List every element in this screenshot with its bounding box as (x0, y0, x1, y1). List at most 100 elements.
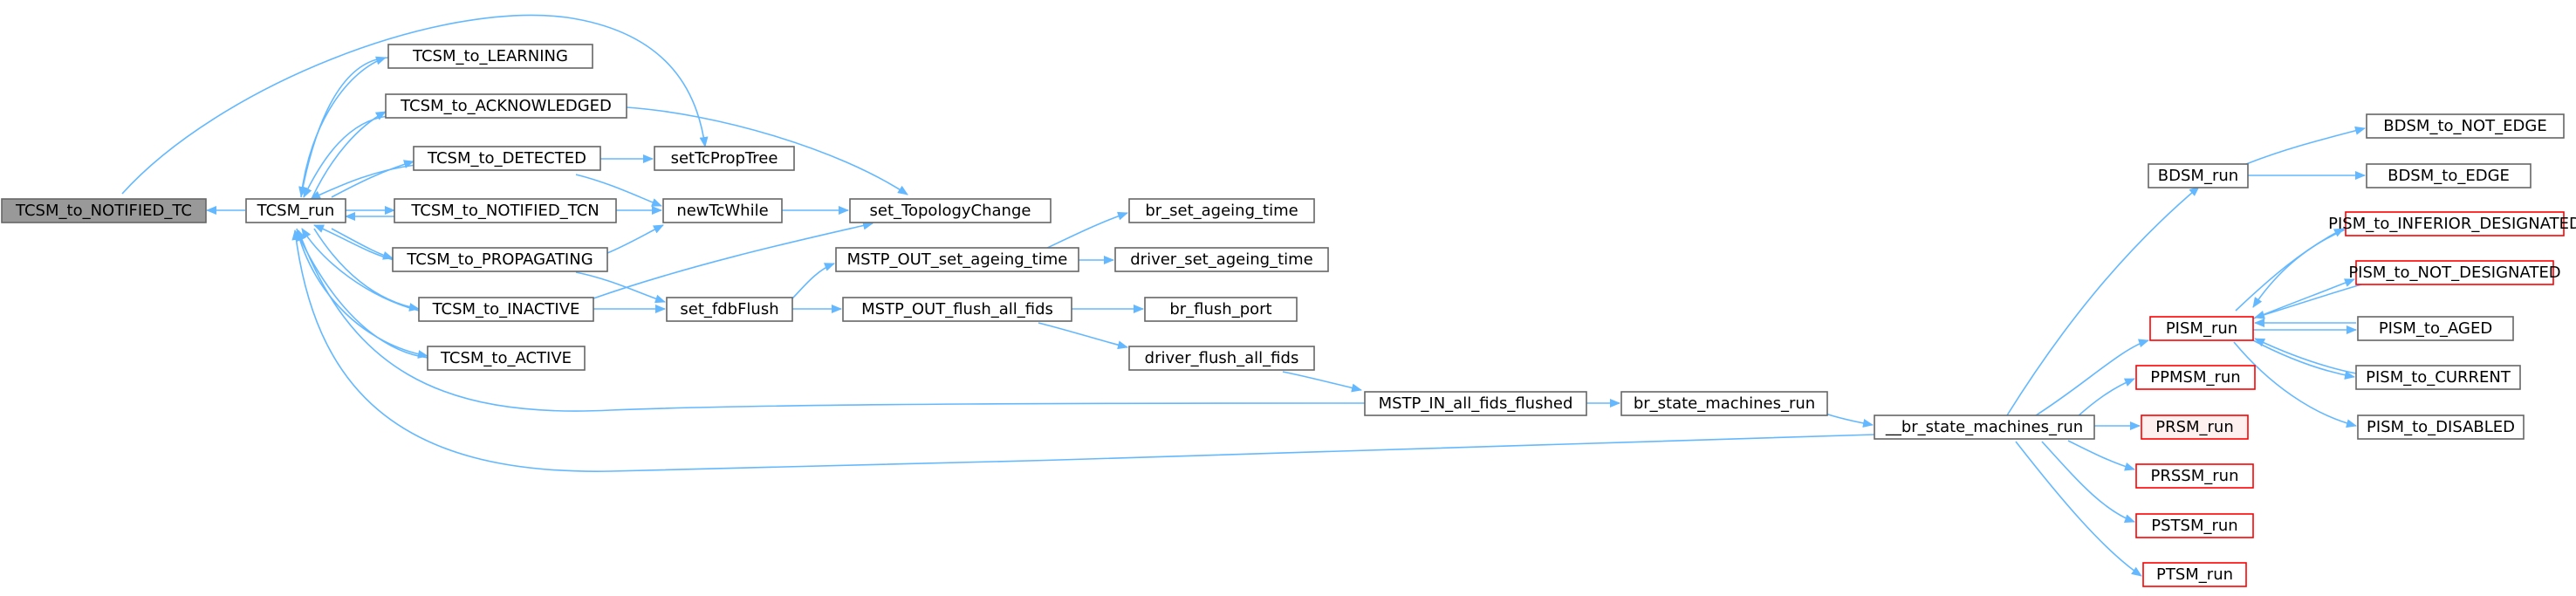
edge-out-flush-to-driver-flush (1038, 322, 1128, 350)
node-pism-to-current[interactable]: PISM_to_CURRENT (2355, 365, 2521, 390)
node-pstsm-run[interactable]: PSTSM_run (2135, 513, 2254, 538)
node-tcsm-to-active[interactable]: TCSM_to_ACTIVE (427, 346, 586, 371)
node-tcsm-to-acknowledged[interactable]: TCSM_to_ACKNOWLEDGED (385, 93, 627, 119)
edge-inner-sm-run-to-pstsm (2041, 441, 2135, 523)
edge-out-set-ageing-to-br-set-ageing (1043, 211, 1128, 250)
node-pism-to-not-designated[interactable]: PISM_to_NOT_DESIGNATED (2348, 260, 2561, 285)
node-label: PISM_run (2166, 319, 2237, 338)
node-newtcwhile[interactable]: newTcWhile (662, 198, 783, 223)
node-tcsm-run[interactable]: TCSM_run (245, 198, 346, 223)
node-label: TCSM_to_INACTIVE (432, 300, 580, 319)
edge-tcsm-run-to-active (296, 228, 428, 359)
edge-tcsm-run-to-inactive (313, 228, 420, 312)
node-label: driver_flush_all_fids (1145, 349, 1299, 367)
node-pism-to-disabled[interactable]: PISM_to_DISABLED (2357, 414, 2525, 440)
node-mstp-out-flush-all-fids[interactable]: MSTP_OUT_flush_all_fids (842, 297, 1072, 322)
edge-tcsm-run-to-detected (331, 160, 414, 198)
node-label: PRSM_run (2155, 418, 2234, 436)
nodes: TCSM_to_NOTIFIED_TC TCSM_run TCSM_to_LEA… (1, 44, 2576, 587)
node-prsm-run[interactable]: PRSM_run (2141, 414, 2249, 440)
node-label: TCSM_to_DETECTED (427, 149, 586, 168)
edge-br-sm-run-to-inner-sm-run (1825, 413, 1874, 428)
node-settcproptree[interactable]: setTcPropTree (654, 146, 795, 171)
node-label: MSTP_IN_all_fids_flushed (1379, 394, 1573, 413)
node-label: PISM_to_INFERIOR_DESIGNATED (2328, 215, 2576, 233)
edge-detected-to-tcsm-run (310, 164, 416, 200)
node-label: PRSSM_run (2151, 467, 2239, 485)
node-tcsm-to-propagating[interactable]: TCSM_to_PROPAGATING (392, 247, 608, 272)
edge-inner-sm-run-to-bdsm (2006, 186, 2200, 416)
edge-propagating-to-set-fdbflush (575, 271, 666, 304)
edge-inner-sm-run-to-prssm (2067, 440, 2135, 471)
node-label: driver_set_ageing_time (1130, 250, 1313, 269)
edge-current-to-pism (2254, 338, 2357, 374)
node-label: newTcWhile (676, 202, 768, 220)
node-inner-br-state-machines-run[interactable]: __br_state_machines_run (1874, 414, 2095, 440)
node-ppmsm-run[interactable]: PPMSM_run (2135, 365, 2256, 390)
node-bdsm-to-not-edge[interactable]: BDSM_to_NOT_EDGE (2366, 113, 2565, 139)
node-label: br_set_ageing_time (1145, 202, 1298, 220)
node-label: TCSM_to_PROPAGATING (406, 250, 593, 269)
node-pism-to-inferior-designated[interactable]: PISM_to_INFERIOR_DESIGNATED (2328, 211, 2576, 236)
node-label: BDSM_to_NOT_EDGE (2383, 117, 2546, 135)
edges (121, 14, 2374, 577)
node-label: TCSM_to_NOTIFIED_TCN (410, 202, 599, 220)
node-bdsm-to-edge[interactable]: BDSM_to_EDGE (2366, 163, 2531, 188)
node-label: set_fdbFlush (680, 300, 778, 319)
node-label: TCSM_to_NOTIFIED_TC (15, 202, 192, 220)
node-br-flush-port[interactable]: br_flush_port (1144, 297, 1298, 322)
node-label: set_TopologyChange (870, 202, 1031, 220)
edge-inner-sm-run-to-pism (2032, 339, 2149, 418)
node-prssm-run[interactable]: PRSSM_run (2135, 463, 2254, 489)
node-br-set-ageing-time[interactable]: br_set_ageing_time (1128, 198, 1315, 223)
node-label: PSTSM_run (2151, 517, 2237, 535)
edge-inner-sm-run-to-ppmsm (2076, 378, 2135, 418)
edge-pism-to-disabled (2233, 341, 2357, 428)
edge-inactive-to-set-topologychange (593, 221, 874, 299)
node-pism-run[interactable]: PISM_run (2149, 316, 2254, 341)
edge-fdbflush-to-out-set-ageing (791, 263, 835, 299)
node-label: PISM_to_NOT_DESIGNATED (2348, 264, 2560, 282)
node-bdsm-run[interactable]: BDSM_run (2148, 163, 2249, 188)
node-label: PISM_to_DISABLED (2367, 418, 2515, 436)
node-mstp-out-set-ageing-time[interactable]: MSTP_OUT_set_ageing_time (835, 247, 1079, 272)
node-label: TCSM_to_ACTIVE (440, 349, 572, 367)
node-pism-to-aged[interactable]: PISM_to_AGED (2357, 316, 2514, 341)
edge-bdsm-to-not-edge (2245, 126, 2366, 165)
node-tcsm-to-inactive[interactable]: TCSM_to_INACTIVE (418, 297, 594, 322)
node-br-state-machines-run[interactable]: br_state_machines_run (1620, 391, 1828, 416)
edge-acknowledged-to-tcsm-run (303, 115, 389, 198)
edge-inner-sm-run-to-ptsm (2015, 441, 2142, 577)
node-set-fdbflush[interactable]: set_fdbFlush (666, 297, 793, 322)
node-tcsm-to-learning[interactable]: TCSM_to_LEARNING (387, 44, 593, 69)
node-label: br_flush_port (1169, 300, 1271, 319)
node-label: MSTP_OUT_set_ageing_time (847, 250, 1068, 269)
node-label: PISM_to_CURRENT (2366, 368, 2511, 387)
node-tcsm-to-notified-tc[interactable]: TCSM_to_NOTIFIED_TC (1, 198, 207, 223)
node-label: MSTP_OUT_flush_all_fids (861, 300, 1053, 319)
node-tcsm-to-detected[interactable]: TCSM_to_DETECTED (413, 146, 601, 171)
node-set-topologychange[interactable]: set_TopologyChange (849, 198, 1052, 223)
node-tcsm-to-notified-tcn[interactable]: TCSM_to_NOTIFIED_TCN (394, 198, 617, 223)
node-driver-set-ageing-time[interactable]: driver_set_ageing_time (1114, 247, 1329, 272)
edge-learning-to-tcsm-run (298, 57, 389, 197)
edge-not-designated-to-pism (2254, 280, 2374, 319)
edge-propagating-to-newtcwhile (606, 224, 664, 254)
edge-notified-tc-to-settcproptree (121, 14, 709, 195)
node-label: PISM_to_AGED (2379, 319, 2492, 338)
node-ptsm-run[interactable]: PTSM_run (2142, 562, 2247, 587)
edge-tcsm-run-to-learning (300, 56, 387, 198)
node-label: PTSM_run (2156, 565, 2233, 584)
edge-acknowledged-to-set-topologychange (626, 106, 908, 195)
node-label: TCSM_to_ACKNOWLEDGED (400, 97, 612, 115)
edge-driver-flush-to-in-fids-flushed (1282, 371, 1362, 393)
node-label: BDSM_to_EDGE (2388, 167, 2510, 185)
edge-tcsm-run-to-acknowledged (312, 111, 387, 198)
node-mstp-in-all-fids-flushed[interactable]: MSTP_IN_all_fids_flushed (1364, 391, 1587, 416)
edge-tcsm-run-to-propagating (331, 228, 394, 260)
node-label: TCSM_to_LEARNING (412, 47, 568, 65)
node-label: TCSM_run (257, 202, 335, 220)
node-label: BDSM_run (2158, 167, 2238, 185)
node-driver-flush-all-fids[interactable]: driver_flush_all_fids (1128, 346, 1315, 371)
node-label: setTcPropTree (671, 149, 778, 168)
